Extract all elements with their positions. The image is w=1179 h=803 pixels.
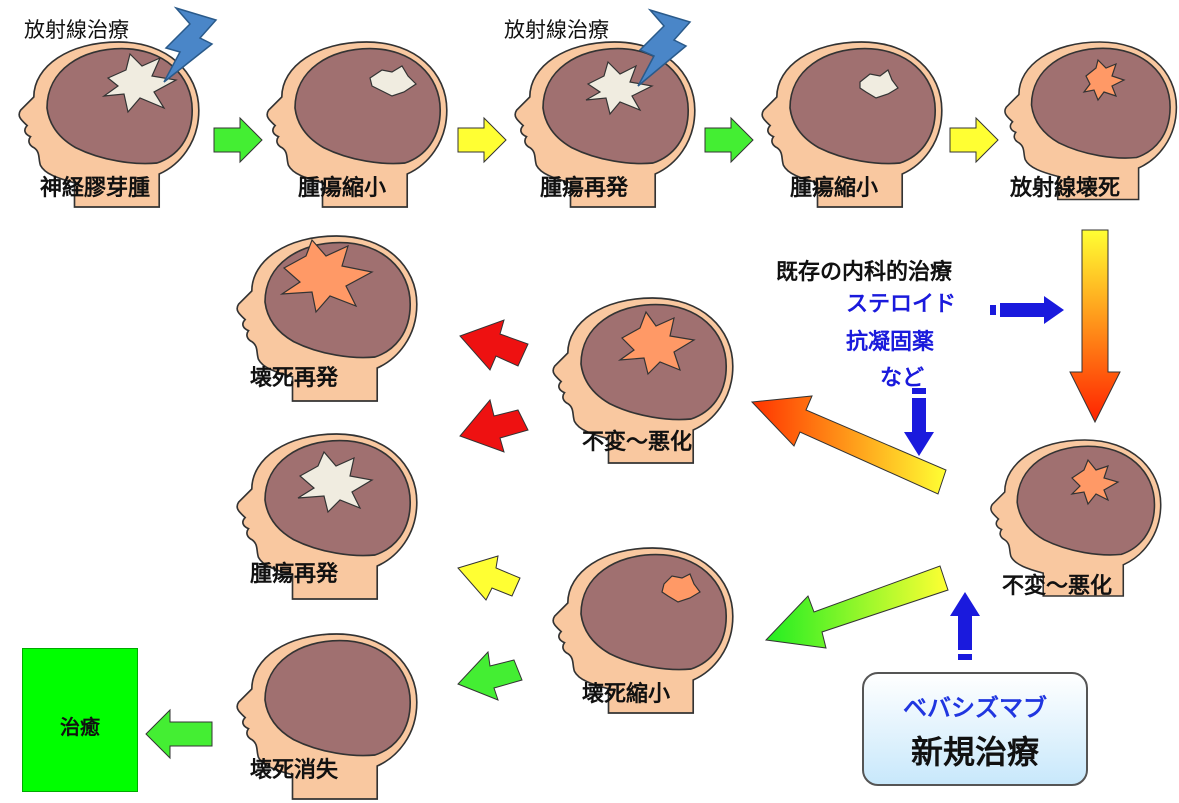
arrow-icon — [460, 400, 528, 452]
arrow-icon — [458, 556, 520, 600]
stage-label-tumor-shrink: 腫瘍縮小 — [298, 170, 386, 202]
stage-label-radiation-necrosis: 放射線壊死 — [1010, 170, 1120, 202]
cure-box: 治癒 — [22, 648, 138, 792]
stage-label-glioblastoma: 神経膠芽腫 — [40, 170, 150, 202]
arrow-icon — [146, 710, 212, 758]
arrow-icon — [904, 398, 934, 456]
existing-treatment-heading: 既存の内科的治療 — [776, 254, 952, 286]
stage-label-tumor-recur: 腫瘍再発 — [540, 170, 628, 202]
new-treatment-box: ベバシズマブ 新規治療 — [862, 672, 1088, 786]
blue-arrow-tail — [958, 654, 972, 660]
arrow-icon — [950, 118, 998, 162]
stage-label-unchanged-worse: 不変～悪化 — [582, 424, 692, 456]
cure-label: 治癒 — [23, 711, 137, 740]
stage-label-unchanged-worse: 不変～悪化 — [1002, 568, 1112, 600]
arrow-icon — [950, 592, 980, 650]
radiation-therapy-label: 放射線治療 — [504, 14, 609, 44]
blue-arrow-tail — [990, 305, 996, 315]
new-treatment-label: 新規治療 — [864, 727, 1086, 773]
arrow-icon — [766, 566, 948, 648]
stage-label-necrosis-shrink: 壊死縮小 — [582, 676, 670, 708]
new-treatment-drug: ベバシズマブ — [864, 688, 1086, 723]
radiation-therapy-label: 放射線治療 — [24, 14, 129, 44]
lightning-bolt-icon — [164, 8, 216, 82]
stage-label-necrosis-gone: 壊死消失 — [250, 752, 338, 784]
stage-label-tumor-recur: 腫瘍再発 — [250, 556, 338, 588]
arrow-icon — [1070, 230, 1120, 422]
arrow-icon — [705, 118, 753, 162]
arrow-icon — [458, 118, 506, 162]
arrow-icon — [1000, 296, 1064, 324]
existing-treatment-item: など — [880, 360, 924, 392]
arrow-icon — [214, 118, 262, 162]
existing-treatment-item: ステロイド — [846, 286, 956, 318]
stage-label-tumor-shrink: 腫瘍縮小 — [790, 170, 878, 202]
stage-label-necrosis-recur: 壊死再発 — [250, 360, 338, 392]
existing-treatment-item: 抗凝固薬 — [846, 324, 934, 356]
arrow-icon — [460, 320, 528, 370]
arrow-icon — [458, 652, 522, 700]
